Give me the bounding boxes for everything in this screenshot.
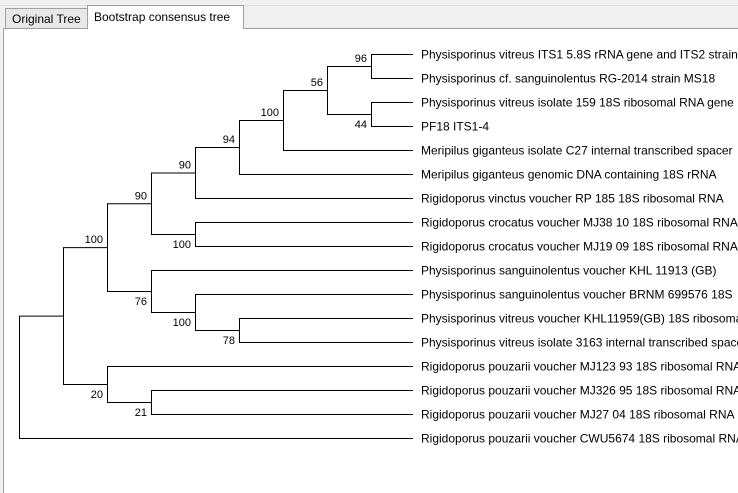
tab-bar: Original Tree Bootstrap consensus tree (0, 5, 738, 29)
bootstrap-value: 90 (135, 190, 147, 202)
leaf-label[interactable]: Rigidoporus pouzarii voucher MJ123 93 18… (421, 360, 738, 374)
leaf-label[interactable]: Physisporinus vitreus ITS1 5.8S rRNA gen… (421, 48, 738, 62)
leaf-label[interactable]: Rigidoporus vinctus voucher RP 185 18S r… (421, 192, 724, 206)
bootstrap-value: 96 (355, 53, 367, 65)
bootstrap-value: 21 (135, 407, 147, 419)
leaf-label[interactable]: Rigidoporus pouzarii voucher MJ326 95 18… (421, 384, 738, 398)
toolbar (0, 0, 738, 6)
leaf-label[interactable]: Rigidoporus crocatus voucher MJ38 10 18S… (421, 216, 738, 230)
leaf-label[interactable]: Physisporinus sanguinolentus voucher KHL… (421, 264, 717, 278)
tree-panel: 100 90 90 94 100 56 96 Physisporinus vitreus IT… (3, 28, 738, 493)
leaf-label[interactable]: Meripilus giganteus genomic DNA containi… (421, 168, 716, 182)
bootstrap-value: 44 (355, 119, 367, 131)
leaf-label[interactable]: Physisporinus vitreus isolate 3163 inter… (421, 336, 738, 350)
leaf-label[interactable]: Physisporinus cf. sanguinolentus RG-2014… (421, 72, 715, 86)
leaf-label[interactable]: Rigidoporus pouzarii voucher MJ27 04 18S… (421, 408, 735, 422)
bootstrap-value: 94 (223, 134, 235, 146)
bootstrap-value: 20 (91, 389, 103, 401)
bootstrap-value: 76 (135, 296, 147, 308)
leaf-label[interactable]: Rigidoporus pouzarii voucher CWU5674 18S… (421, 432, 738, 446)
bootstrap-value: 100 (173, 317, 191, 329)
bootstrap-value: 100 (85, 234, 103, 246)
bootstrap-value: 90 (179, 160, 191, 172)
bootstrap-value: 56 (311, 77, 323, 89)
bootstrap-value: 100 (261, 107, 279, 119)
leaf-label[interactable]: Physisporinus sanguinolentus voucher BRN… (421, 288, 733, 302)
leaf-label[interactable]: Physisporinus vitreus isolate 159 18S ri… (421, 96, 734, 110)
leaf-label[interactable]: PF18 ITS1-4 (421, 120, 489, 134)
leaf-label[interactable]: Rigidoporus crocatus voucher MJ19 09 18S… (421, 240, 738, 254)
leaf-label[interactable]: Physisporinus vitreus voucher KHL11959(G… (421, 312, 738, 326)
tab-bootstrap-consensus-tree[interactable]: Bootstrap consensus tree (87, 5, 244, 29)
bootstrap-value: 78 (223, 335, 235, 347)
leaf-label[interactable]: Meripilus giganteus isolate C27 internal… (421, 144, 733, 158)
phylogenetic-tree: 100 90 90 94 100 56 96 Physisporinus vitreus IT… (19, 48, 738, 446)
bootstrap-value: 100 (173, 239, 191, 251)
tab-original-tree[interactable]: Original Tree (5, 8, 88, 28)
